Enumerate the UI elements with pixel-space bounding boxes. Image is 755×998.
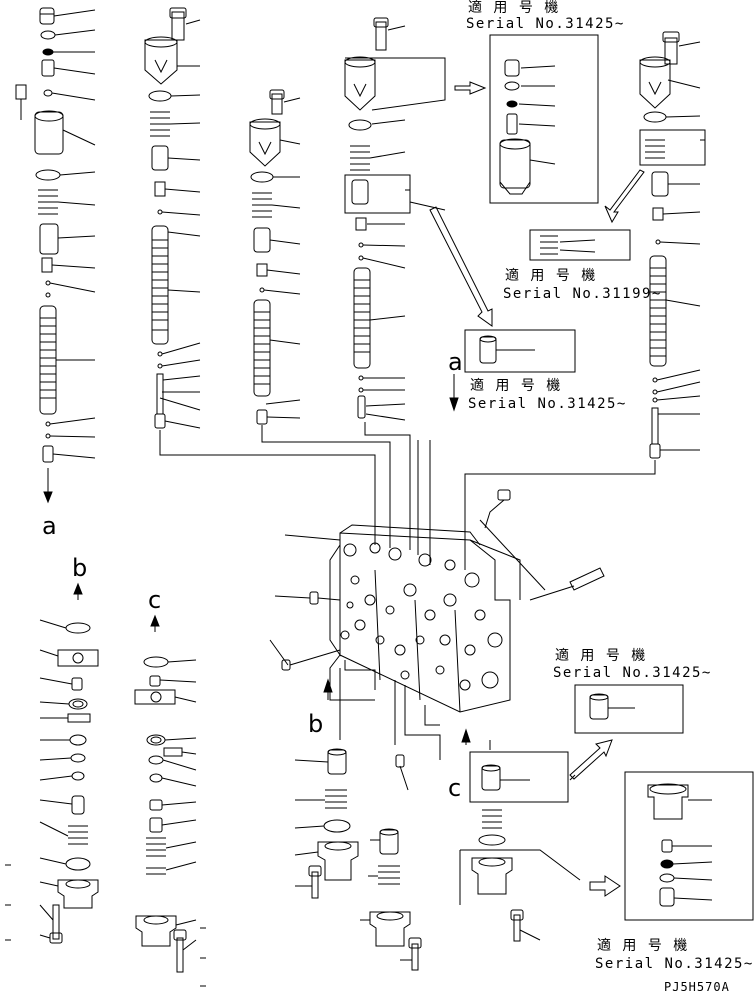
- drawing-code: PJ5H570A: [664, 980, 730, 994]
- lower-right-connection: [489, 740, 576, 781]
- flow-letter-b-left: b: [72, 554, 88, 582]
- column-b-leaders: [39, 619, 73, 939]
- insert-box-bottom-right: [589, 771, 754, 921]
- insert-box-top: [454, 34, 599, 204]
- insert-box-mid: [464, 329, 576, 373]
- column-1-parts: [15, 7, 64, 504]
- flow-letter-a-left: a: [42, 512, 57, 540]
- serial-note-1-jp: 適 用 号 機: [468, 0, 560, 16]
- valve-leaders: [269, 534, 376, 701]
- serial-note-4-serial: Serial No.31425~: [553, 665, 712, 681]
- column-3-leaders: [263, 97, 301, 419]
- column-4-parts: [344, 17, 446, 419]
- column-4-leaders: [362, 25, 410, 421]
- column-bottom-center-parts: [308, 748, 422, 971]
- column-3-parts: [249, 89, 285, 425]
- bottom-connection-lines: [339, 668, 441, 760]
- column-c-leaders: [159, 659, 197, 951]
- column-6-leaders: [656, 41, 705, 451]
- column-1-leaders: [49, 9, 96, 459]
- diagonal-arrow: [429, 206, 493, 327]
- serial-note-2-jp: 適 用 号 機: [505, 268, 597, 284]
- column-2-leaders: [159, 19, 201, 429]
- column-b-parts: [49, 622, 99, 944]
- connection-lines: [159, 422, 656, 570]
- serial-note-1-serial: Serial No.31425~: [466, 16, 625, 32]
- control-valve-body: [329, 519, 546, 713]
- flow-letter-b-block: b: [308, 710, 324, 738]
- margin-marks: [5, 864, 206, 987]
- column-bottom-center-leaders: [294, 759, 412, 961]
- flow-letter-a-right: a: [448, 348, 463, 376]
- serial-note-5-serial: Serial No.31425~: [595, 956, 754, 972]
- spring-insert-box: [529, 169, 645, 261]
- column-6-parts: [639, 31, 706, 459]
- serial-note-5-jp: 適 用 号 機: [597, 938, 689, 954]
- column-bottom-right-parts: [459, 751, 581, 942]
- flow-letter-c-left: c: [148, 586, 162, 614]
- insert-box-lower-right: [569, 684, 684, 780]
- serial-note-3-serial: Serial No.31425~: [468, 396, 627, 412]
- serial-note-3-jp: 適 用 号 機: [470, 378, 562, 394]
- serial-note-4-jp: 適 用 号 機: [555, 648, 647, 664]
- flow-letter-c-block: c: [448, 774, 462, 802]
- column-2-parts: [144, 7, 187, 429]
- serial-note-2-serial: Serial No.31199~: [503, 286, 662, 302]
